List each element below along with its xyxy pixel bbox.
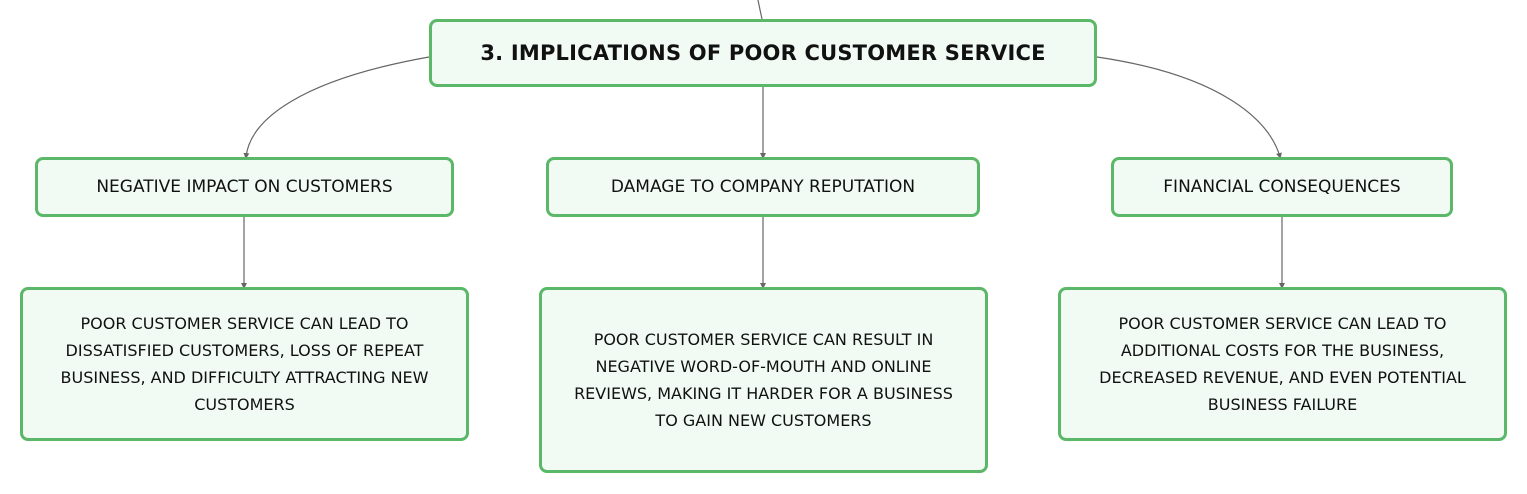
branch-node-label: FINANCIAL CONSEQUENCES [1163,177,1401,197]
detail-node-text: POOR CUSTOMER SERVICE CAN LEAD TO DISSAT… [60,314,429,414]
detail-node-text: POOR CUSTOMER SERVICE CAN LEAD TO ADDITI… [1099,314,1466,414]
detail-node-text: POOR CUSTOMER SERVICE CAN RESULT IN NEGA… [574,330,953,430]
connector-root-to-branch-0 [243,56,430,159]
branch-node-negative-impact[interactable]: NEGATIVE IMPACT ON CUSTOMERS [35,157,454,217]
branch-node-financial-consequences[interactable]: FINANCIAL CONSEQUENCES [1111,157,1453,217]
detail-node-negative-impact[interactable]: POOR CUSTOMER SERVICE CAN LEAD TO DISSAT… [20,287,469,441]
detail-node-financial-consequences[interactable]: POOR CUSTOMER SERVICE CAN LEAD TO ADDITI… [1058,287,1507,441]
detail-node-reputation-damage[interactable]: POOR CUSTOMER SERVICE CAN RESULT IN NEGA… [539,287,988,473]
root-node-label: 3. IMPLICATIONS OF POOR CUSTOMER SERVICE [480,41,1046,65]
branch-node-label: DAMAGE TO COMPANY REPUTATION [610,177,916,197]
connector-root-to-branch-2 [1096,56,1282,159]
branch-node-label: NEGATIVE IMPACT ON CUSTOMERS [96,177,393,197]
branch-node-reputation-damage[interactable]: DAMAGE TO COMPANY REPUTATION [546,157,980,217]
root-node[interactable]: 3. IMPLICATIONS OF POOR CUSTOMER SERVICE [429,19,1097,87]
connector-from-parent [757,0,763,20]
